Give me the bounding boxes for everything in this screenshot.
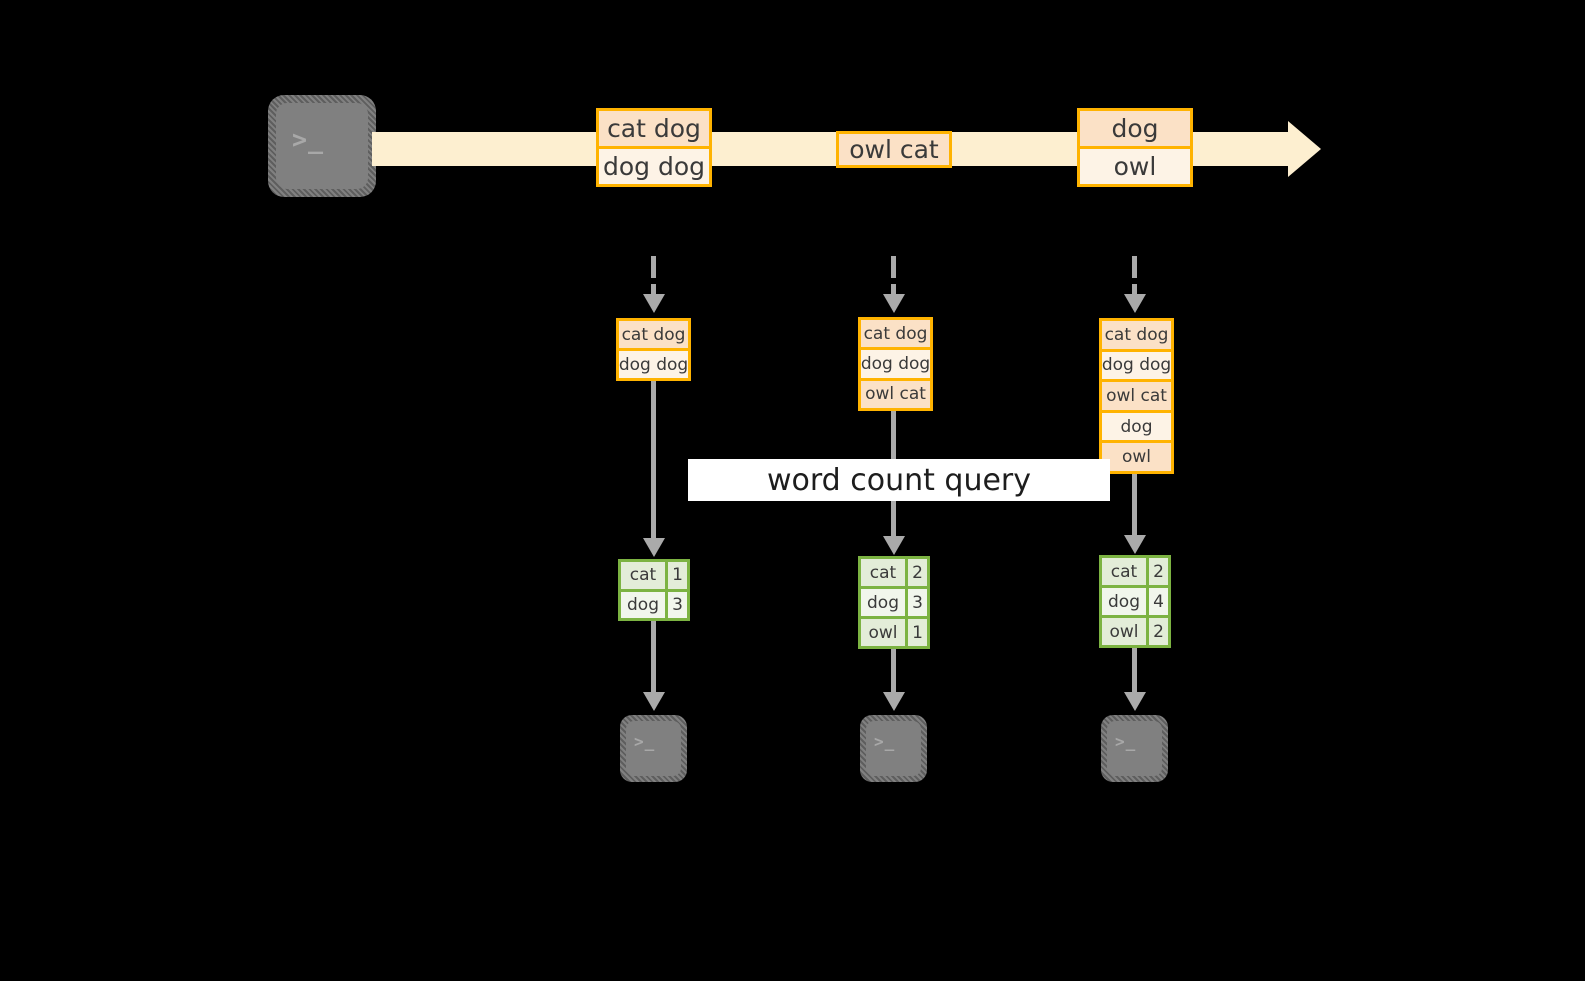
terminal-prompt-glyph: >_ — [1115, 732, 1137, 751]
input-row: owl — [1102, 440, 1171, 471]
result-row: owl 1 — [861, 616, 927, 646]
stream-to-table-arrowhead-3 — [1124, 294, 1146, 313]
accumulated-input-table-1: cat dog dog dog — [616, 318, 691, 381]
result-to-sink-arrow-shaft-2 — [891, 649, 896, 694]
result-to-sink-arrow-shaft-3 — [1132, 648, 1137, 694]
stream-event-line: dog — [1080, 111, 1190, 146]
result-count: 3 — [665, 591, 687, 618]
result-table-3: cat 2 dog 4 owl 2 — [1099, 555, 1171, 648]
input-row: cat dog — [1102, 321, 1171, 349]
terminal-icon-sink-1: >_ — [620, 715, 687, 782]
result-count: 2 — [1146, 618, 1168, 645]
terminal-screen — [276, 103, 368, 189]
terminal-prompt-glyph: >_ — [634, 732, 656, 751]
result-word: dog — [627, 594, 659, 615]
input-row: dog dog — [861, 347, 930, 378]
result-count: 2 — [905, 559, 927, 586]
input-row: cat dog — [861, 320, 930, 348]
stream-event-box-3: dog owl — [1077, 108, 1193, 187]
result-table-1: cat 1 dog 3 — [618, 559, 690, 621]
query-arrow-shaft-3 — [1132, 474, 1137, 537]
input-row: dog — [1102, 409, 1171, 441]
terminal-prompt-glyph: >_ — [874, 732, 896, 751]
input-row: owl cat — [1102, 379, 1171, 410]
stream-to-table-arrow-shaft-1b — [651, 284, 656, 296]
result-row: cat 2 — [1102, 558, 1168, 585]
terminal-icon-source: >_ — [268, 95, 376, 197]
result-count: 1 — [905, 619, 927, 646]
result-count: 2 — [1146, 558, 1168, 585]
terminal-icon-sink-2: >_ — [860, 715, 927, 782]
input-row: owl cat — [861, 377, 930, 408]
result-word: owl — [1109, 621, 1139, 642]
result-count: 3 — [905, 589, 927, 616]
result-word: owl — [868, 622, 898, 643]
result-word: cat — [629, 565, 657, 586]
result-to-sink-arrowhead-1 — [643, 692, 665, 711]
result-word: dog — [1108, 591, 1140, 612]
stream-to-table-arrow-shaft-2 — [891, 256, 896, 278]
stream-to-table-arrowhead-2 — [883, 294, 905, 313]
query-arrow-shaft-1 — [651, 381, 656, 540]
stream-to-table-arrow-shaft-3 — [1132, 256, 1137, 278]
accumulated-input-table-3: cat dog dog dog owl cat dog owl — [1099, 318, 1174, 474]
query-arrowhead-3 — [1124, 535, 1146, 554]
stream-event-line: owl — [1080, 146, 1190, 184]
result-row: dog 4 — [1102, 585, 1168, 615]
query-label-text: word count query — [766, 462, 1032, 498]
result-row: dog 3 — [621, 588, 687, 618]
stream-to-table-arrow-shaft-2b — [891, 284, 896, 296]
event-stream-arrowhead — [1288, 121, 1321, 177]
result-word: cat — [1110, 561, 1138, 582]
result-count: 1 — [665, 562, 687, 589]
stream-to-table-arrowhead-1 — [643, 294, 665, 313]
result-to-sink-arrow-shaft-1 — [651, 621, 656, 694]
query-label-band: word count query — [688, 459, 1110, 501]
result-word: dog — [867, 592, 899, 613]
stream-to-table-arrow-shaft-1 — [651, 256, 656, 278]
result-count: 4 — [1146, 588, 1168, 615]
stream-event-line: cat dog — [599, 111, 709, 146]
terminal-screen — [1107, 721, 1162, 776]
result-table-2: cat 2 dog 3 owl 1 — [858, 556, 930, 649]
result-row: cat 2 — [861, 559, 927, 586]
stream-to-table-arrow-shaft-3b — [1132, 284, 1137, 296]
result-word: cat — [869, 562, 897, 583]
terminal-screen — [866, 721, 921, 776]
result-to-sink-arrowhead-3 — [1124, 692, 1146, 711]
stream-event-box-2: owl cat — [836, 131, 952, 168]
terminal-screen — [626, 721, 681, 776]
input-row: cat dog — [619, 321, 688, 348]
result-row: dog 3 — [861, 586, 927, 616]
accumulated-input-table-2: cat dog dog dog owl cat — [858, 317, 933, 411]
terminal-prompt-glyph: >_ — [292, 125, 325, 154]
result-to-sink-arrowhead-2 — [883, 692, 905, 711]
input-row: dog dog — [1102, 348, 1171, 380]
input-row: dog dog — [619, 348, 688, 378]
stream-event-line: owl cat — [839, 134, 949, 165]
stream-event-line: dog dog — [599, 146, 709, 184]
result-row: cat 1 — [621, 562, 687, 589]
terminal-icon-sink-3: >_ — [1101, 715, 1168, 782]
stream-event-box-1: cat dog dog dog — [596, 108, 712, 187]
query-arrowhead-1 — [643, 538, 665, 557]
result-row: owl 2 — [1102, 615, 1168, 645]
query-arrowhead-2 — [883, 536, 905, 555]
